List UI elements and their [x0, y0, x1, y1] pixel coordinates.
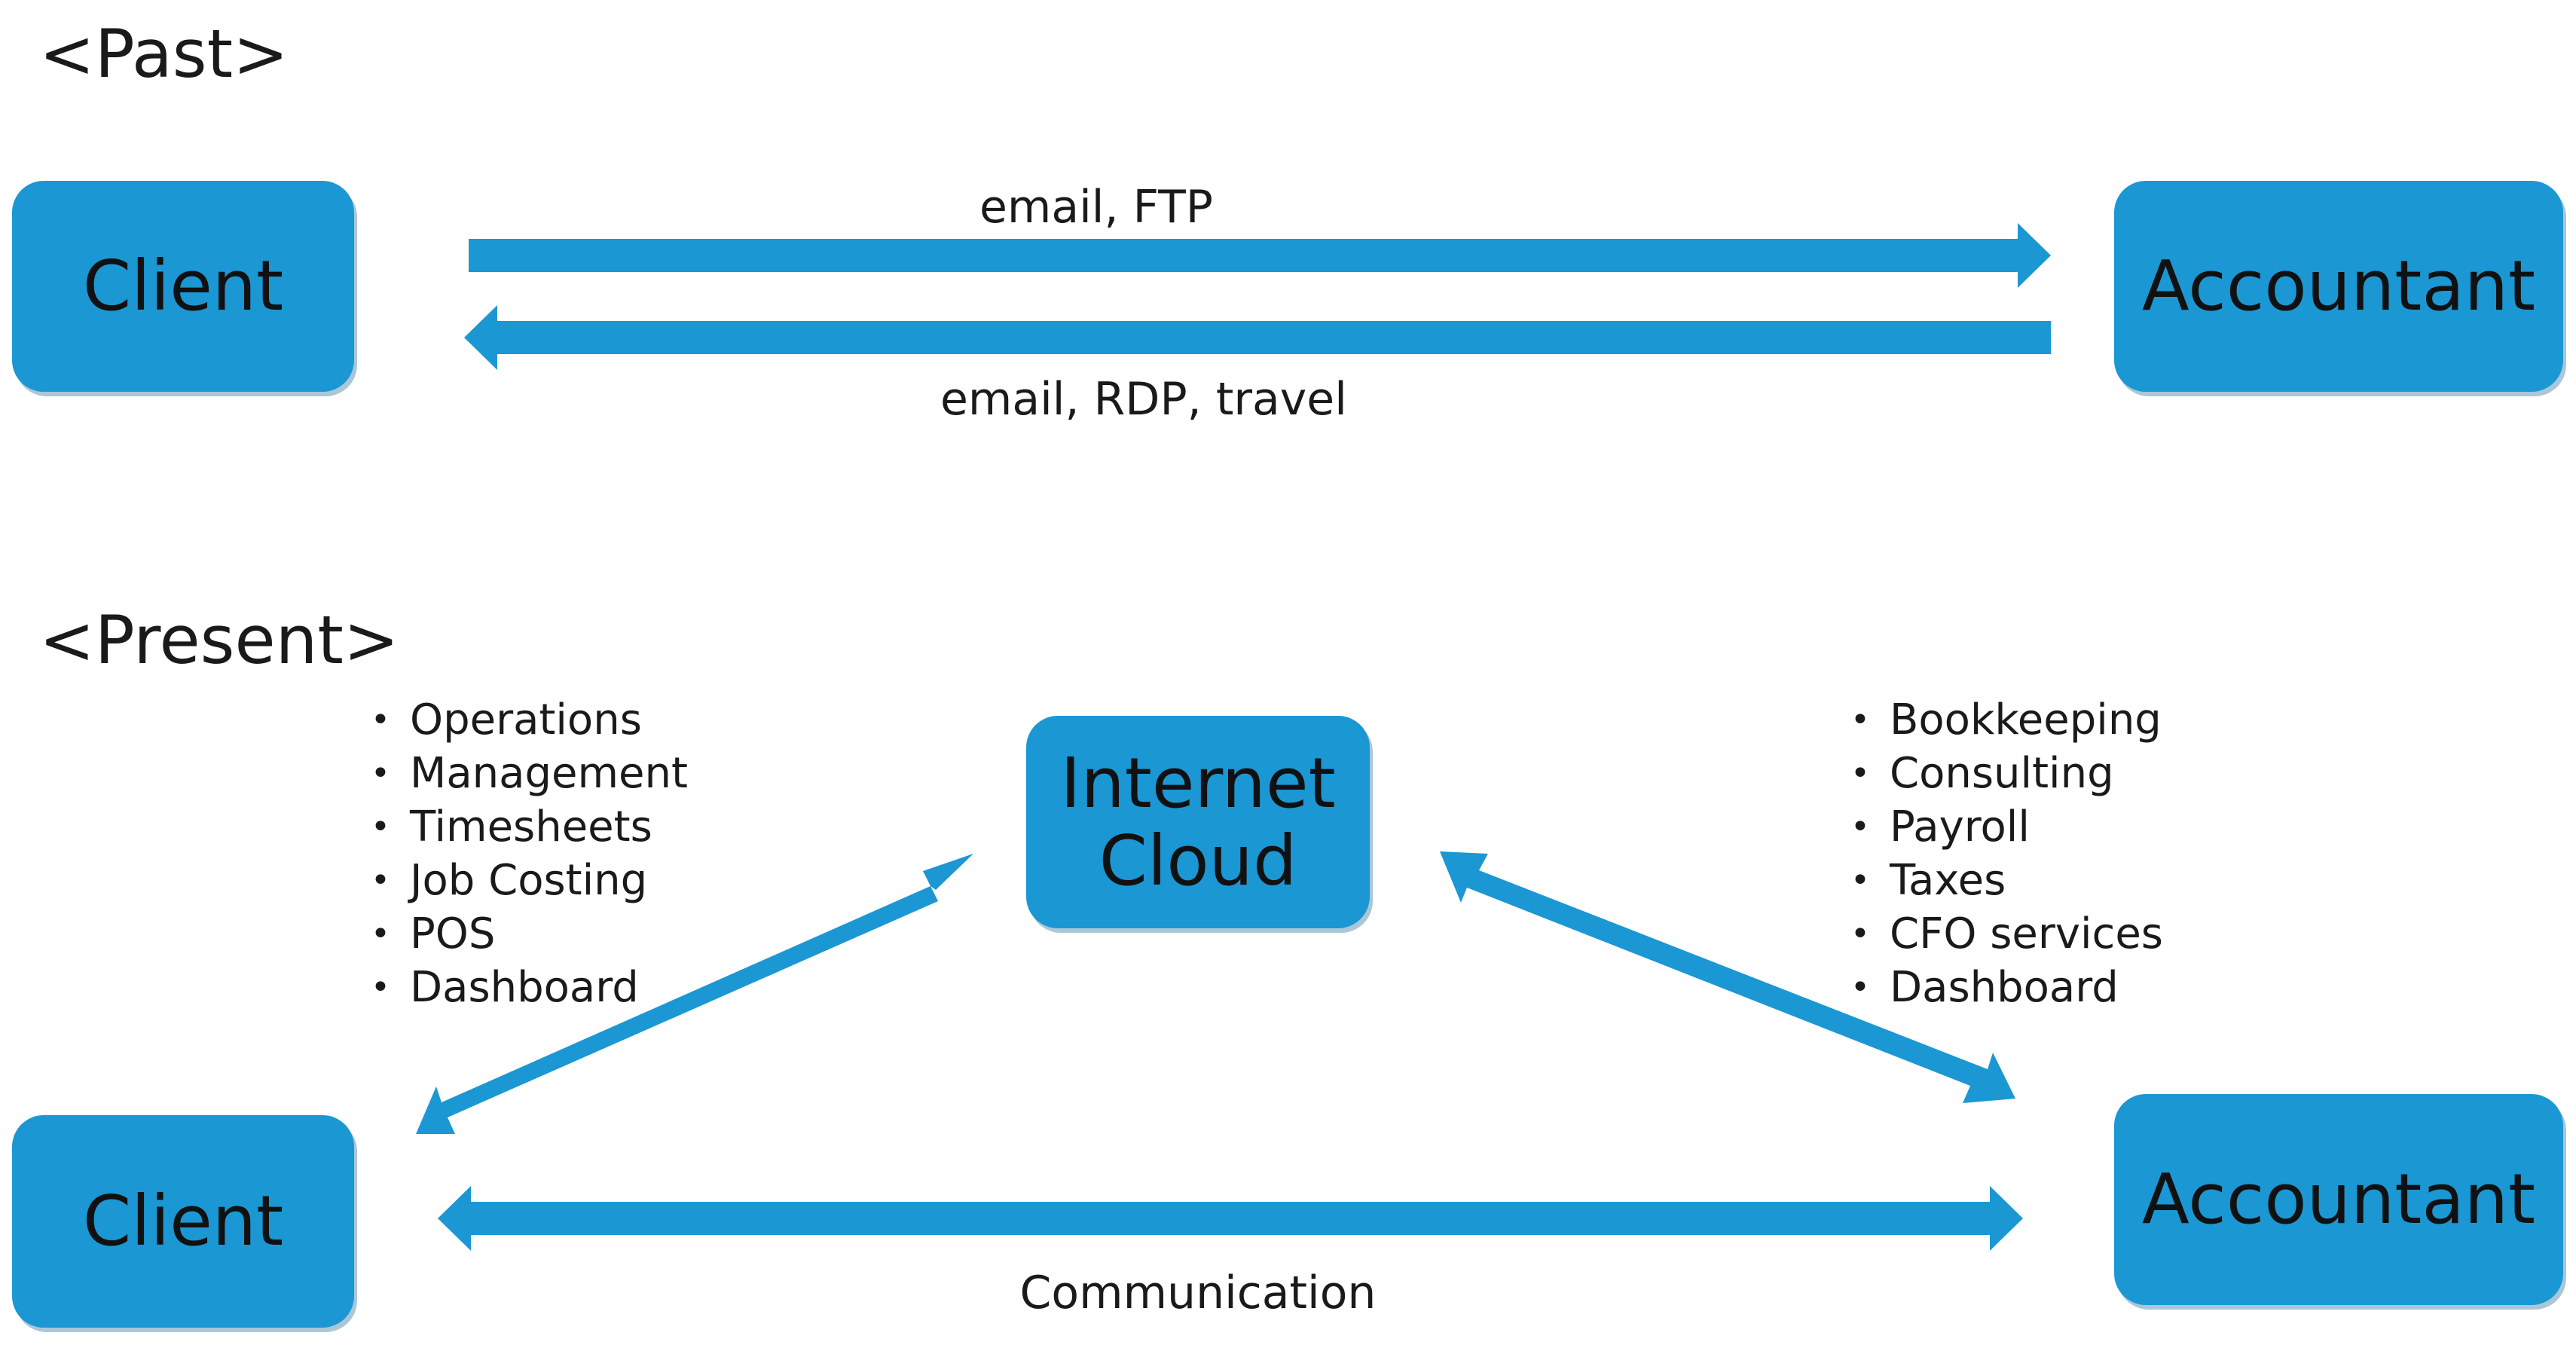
list-item: POS: [371, 907, 688, 961]
list-item: Timesheets: [371, 800, 688, 854]
list-item: Operations: [371, 693, 688, 747]
cloud-label-line1: Internet: [1060, 742, 1336, 824]
internet-cloud-node: Internet Cloud: [1026, 716, 1370, 928]
cloud-label-line2: Cloud: [1099, 821, 1297, 901]
past-arrow-to-client: [464, 305, 2051, 370]
list-item: Payroll: [1850, 800, 2163, 854]
present-arrow-client-cloud: [416, 854, 973, 1134]
past-arrow-to-accountant: [469, 223, 2051, 288]
present-client-node: Client: [12, 1115, 354, 1328]
past-section-title: <Past>: [39, 15, 289, 93]
list-item: Dashboard: [1850, 961, 2163, 1014]
list-item: Consulting: [1850, 747, 2163, 800]
present-arrow-communication: [438, 1186, 2023, 1251]
past-accountant-node: Accountant: [2114, 181, 2563, 392]
past-accountant-label: Accountant: [2141, 246, 2536, 327]
list-item: Management: [371, 747, 688, 800]
list-item: Bookkeeping: [1850, 693, 2163, 747]
past-client-label: Client: [82, 246, 284, 327]
past-to-accountant-label: email, FTP: [979, 181, 1213, 234]
present-accountant-label: Accountant: [2141, 1159, 2536, 1240]
present-section-title: <Present>: [39, 601, 399, 679]
list-item: Taxes: [1850, 854, 2163, 907]
past-client-node: Client: [12, 181, 354, 392]
client-functions-list: Operations Management Timesheets Job Cos…: [371, 693, 688, 1014]
list-item: Job Costing: [371, 854, 688, 907]
present-client-label: Client: [82, 1181, 284, 1262]
present-arrow-accountant-cloud: [1440, 851, 2015, 1103]
list-item: Dashboard: [371, 961, 688, 1014]
present-accountant-node: Accountant: [2114, 1094, 2563, 1305]
list-item: CFO services: [1850, 907, 2163, 961]
accountant-functions-list: Bookkeeping Consulting Payroll Taxes CFO…: [1850, 693, 2163, 1014]
communication-label: Communication: [1019, 1267, 1377, 1319]
past-to-client-label: email, RDP, travel: [940, 373, 1347, 426]
